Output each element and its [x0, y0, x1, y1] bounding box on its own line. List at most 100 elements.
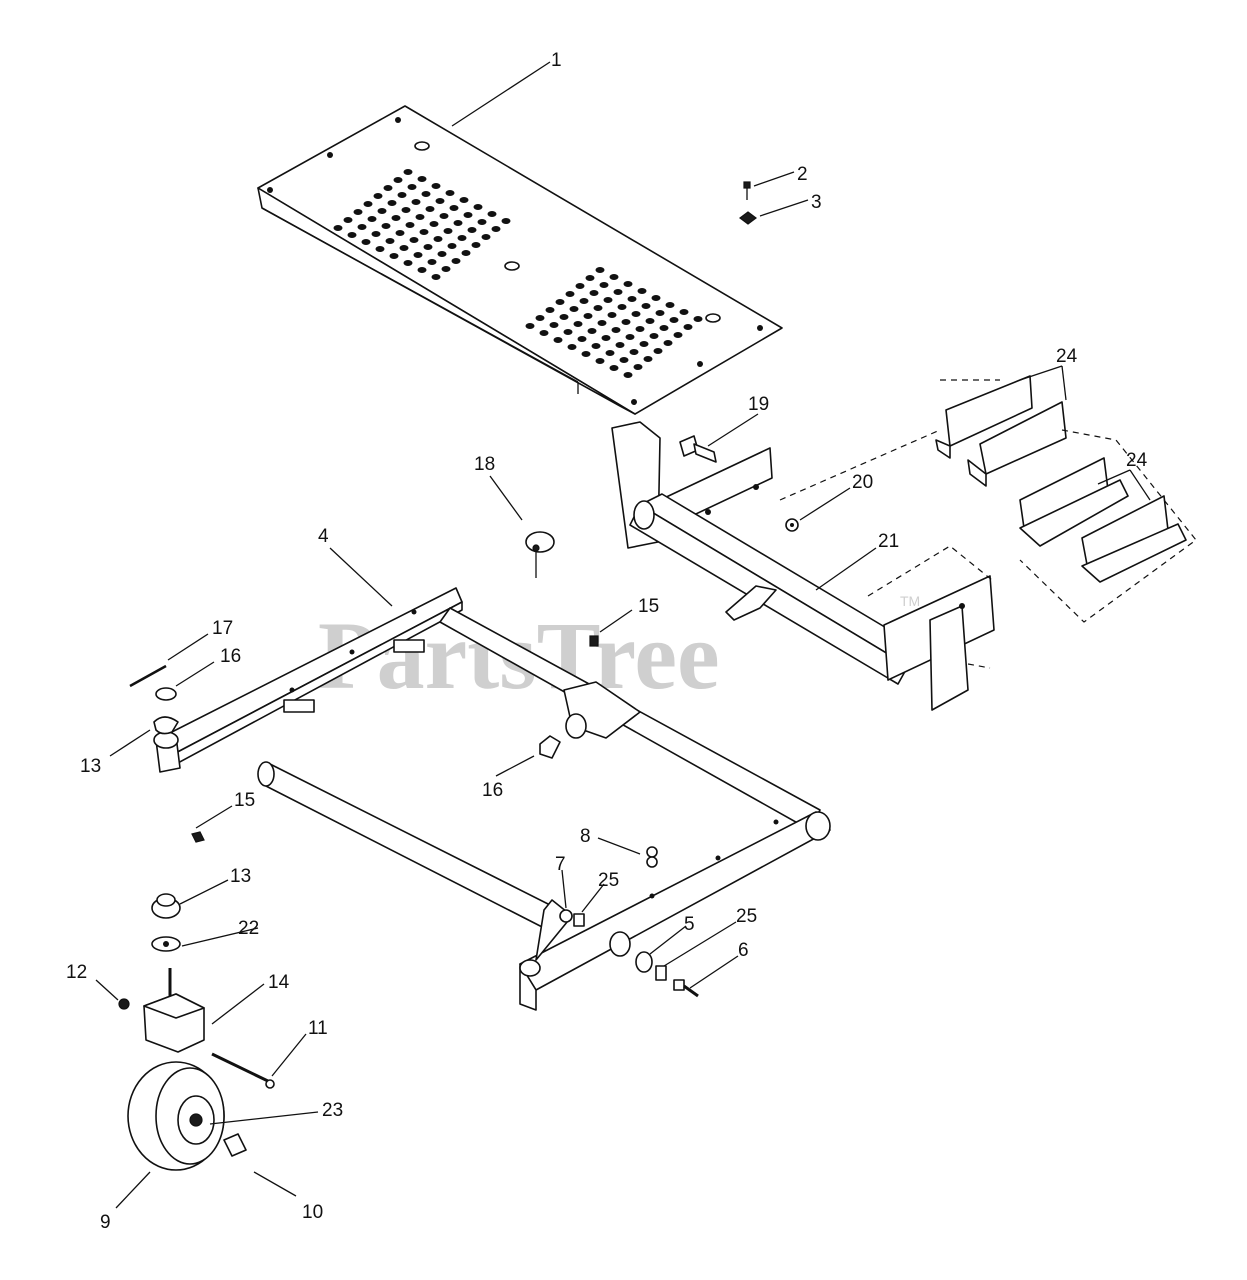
perforation-hole	[343, 217, 353, 223]
part-14-caster-fork[interactable]	[143, 968, 205, 1053]
part-17-screw[interactable]	[129, 664, 167, 688]
perforation-hole	[371, 231, 381, 237]
perforation-hole	[463, 212, 473, 218]
part-6-bolt[interactable]	[673, 979, 699, 998]
perforation-hole	[693, 316, 703, 322]
perforation-hole	[443, 228, 453, 234]
perforation-hole	[563, 329, 573, 335]
perforation-hole	[361, 239, 371, 245]
perforation-hole	[417, 176, 427, 182]
perforation-hole	[625, 334, 635, 340]
perforation-hole	[449, 205, 459, 211]
callout-3: 3	[811, 192, 822, 213]
perforation-hole	[613, 289, 623, 295]
perforation-hole	[431, 274, 441, 280]
perforation-hole	[353, 209, 363, 215]
part-24-brackets-upper[interactable]	[935, 375, 1067, 487]
callout-13b: 13	[230, 866, 251, 887]
part-16-washer-left[interactable]	[155, 687, 177, 701]
perforation-hole	[451, 258, 461, 264]
perforation-hole	[579, 298, 589, 304]
perforation-hole	[435, 198, 445, 204]
perforation-hole	[641, 303, 651, 309]
callout-1: 1	[551, 50, 562, 71]
part-15-grease-fitting-left[interactable]	[191, 831, 205, 843]
perforation-hole	[619, 357, 629, 363]
perforation-hole	[487, 211, 497, 217]
part-13-bushing-upper[interactable]	[153, 716, 179, 735]
callout-16b: 16	[482, 780, 503, 801]
perforation-hole	[383, 185, 393, 191]
callout-15a: 15	[234, 790, 255, 811]
perforation-hole	[553, 337, 563, 343]
perforation-hole	[539, 330, 549, 336]
perforation-hole	[577, 336, 587, 342]
perforation-hole	[357, 224, 367, 230]
perforation-hole	[433, 236, 443, 242]
part-22-washer[interactable]	[151, 936, 181, 952]
perforation-hole	[403, 169, 413, 175]
part-25-spacer-center[interactable]	[573, 913, 585, 927]
perforation-hole	[437, 251, 447, 257]
part-19-hitch-bolt[interactable]	[679, 435, 717, 463]
part-5-bushing[interactable]	[635, 951, 653, 973]
perforation-hole	[653, 348, 663, 354]
part-20-nut[interactable]	[785, 518, 799, 532]
perforation-hole	[601, 335, 611, 341]
part-11-axle-bolt[interactable]	[211, 1052, 275, 1089]
callout-25a: 25	[598, 870, 619, 891]
perforation-hole	[605, 350, 615, 356]
perforation-hole	[413, 252, 423, 258]
perforation-hole	[629, 349, 639, 355]
part-4-main-frame[interactable]	[153, 587, 831, 1011]
perforation-hole	[633, 364, 643, 370]
perforation-hole	[611, 327, 621, 333]
callout-20: 20	[852, 472, 873, 493]
callout-13a: 13	[80, 756, 101, 777]
callout-17: 17	[212, 618, 233, 639]
perforation-hole	[651, 295, 661, 301]
perforation-hole	[631, 311, 641, 317]
perforation-hole	[617, 304, 627, 310]
perforation-hole	[427, 259, 437, 265]
part-10-spacer[interactable]	[223, 1133, 247, 1157]
part-15-grease-fitting-center[interactable]	[589, 635, 599, 647]
part-7-bushing[interactable]	[559, 909, 573, 923]
perforation-group-a	[333, 169, 511, 280]
part-2-bolt[interactable]	[743, 181, 751, 200]
perforation-hole	[643, 356, 653, 362]
perforation-hole	[367, 216, 377, 222]
callout-8: 8	[580, 826, 591, 847]
perforation-hole	[655, 310, 665, 316]
perforation-hole	[387, 200, 397, 206]
part-8-nuts[interactable]	[646, 846, 658, 868]
perforation-hole	[411, 199, 421, 205]
callout-24a: 24	[1056, 346, 1078, 367]
callout-9: 9	[100, 1212, 111, 1233]
part-1-deck-panel[interactable]	[257, 105, 783, 415]
perforation-hole	[649, 333, 659, 339]
part-21-hitch-bar[interactable]	[611, 421, 995, 711]
callout-23: 23	[322, 1100, 343, 1121]
perforation-hole	[623, 281, 633, 287]
part-24-brackets-lower[interactable]	[1019, 457, 1187, 583]
part-16-washer-center[interactable]	[539, 735, 561, 759]
part-9-caster-wheel[interactable]	[127, 1061, 225, 1171]
part-12-nut[interactable]	[118, 998, 130, 1010]
perforation-hole	[525, 323, 535, 329]
part-3-nut[interactable]	[739, 211, 757, 225]
part-13-bushing-lower[interactable]	[151, 893, 181, 919]
callout-16a: 16	[220, 646, 241, 667]
part-25-spacer-right[interactable]	[655, 965, 667, 981]
perforation-hole	[419, 229, 429, 235]
perforation-hole	[467, 227, 477, 233]
perforation-hole	[407, 184, 417, 190]
perforation-hole	[381, 223, 391, 229]
perforation-hole	[665, 302, 675, 308]
perforation-hole	[645, 318, 655, 324]
perforation-hole	[441, 266, 451, 272]
watermark-trademark: TM	[900, 593, 920, 609]
perforation-hole	[535, 315, 545, 321]
part-18-pin[interactable]	[525, 531, 555, 578]
